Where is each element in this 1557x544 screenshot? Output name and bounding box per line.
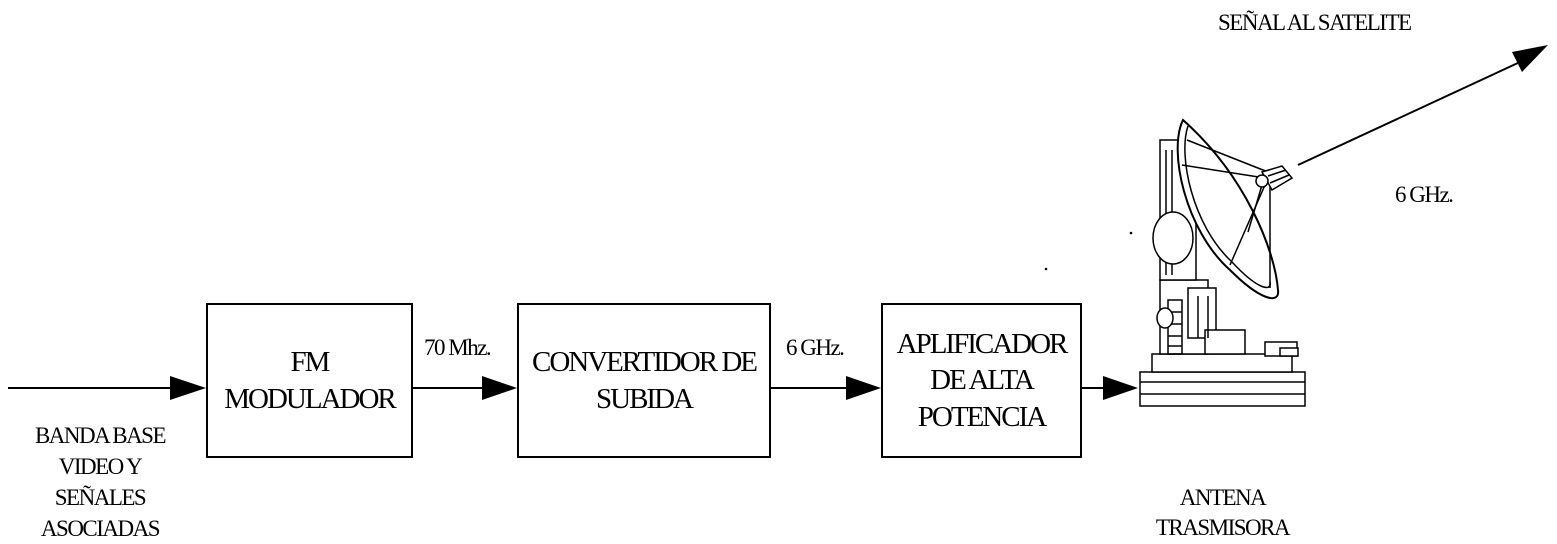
uplink-label: SEÑAL AL SATELITE xyxy=(1218,10,1412,35)
convertidor-block xyxy=(517,303,771,458)
input-line-1: BANDA BASE xyxy=(34,423,167,448)
arrow-convertidor-amplificador xyxy=(770,376,881,400)
amplificador-line-3: POTENCIA xyxy=(917,400,1047,433)
stray-dot xyxy=(1129,231,1133,235)
amplificador-line-2: DE ALTA xyxy=(930,364,1035,397)
link-label-6ghz: 6 GHz. xyxy=(786,335,845,360)
input-arrow xyxy=(8,376,206,400)
input-line-3: SEÑALES xyxy=(54,485,147,510)
fm-modulador-label: FM MODULADOR xyxy=(207,304,412,457)
antenna-label: ANTENA TRASMISORA xyxy=(1140,483,1305,543)
link-label-70mhz: 70 Mhz. xyxy=(424,335,492,360)
convertidor-label: CONVERTIDOR DE SUBIDA xyxy=(518,304,770,457)
convertidor-line-1: CONVERTIDOR DE xyxy=(532,346,758,379)
input-line-2: VIDEO Y xyxy=(58,454,143,479)
amplificador-block xyxy=(881,303,1082,458)
antenna-line-2: TRASMISORA xyxy=(1155,515,1291,540)
arrow-modulador-convertidor xyxy=(412,376,517,400)
fm-modulador-line-2: MODULADOR xyxy=(224,382,396,415)
convertidor-line-2: SUBIDA xyxy=(596,382,694,415)
amplificador-line-1: APLIFICADOR xyxy=(896,328,1069,361)
input-line-4: ASOCIADAS xyxy=(40,516,161,541)
uplink-frequency: 6 GHz. xyxy=(1395,182,1454,207)
antenna-line-1: ANTENA xyxy=(1179,485,1267,510)
amplificador-label: APLIFICADOR DE ALTA POTENCIA xyxy=(882,304,1081,457)
uplink-arrow xyxy=(1297,45,1548,166)
arrow-amplificador-antena xyxy=(1081,376,1138,400)
input-label: BANDA BASE VIDEO Y SEÑALES ASOCIADAS xyxy=(10,420,190,544)
satellite-dish-icon xyxy=(1139,118,1306,407)
stray-dot xyxy=(1044,267,1048,271)
fm-modulador-line-1: FM xyxy=(290,346,331,379)
fm-modulador-block xyxy=(206,303,413,458)
